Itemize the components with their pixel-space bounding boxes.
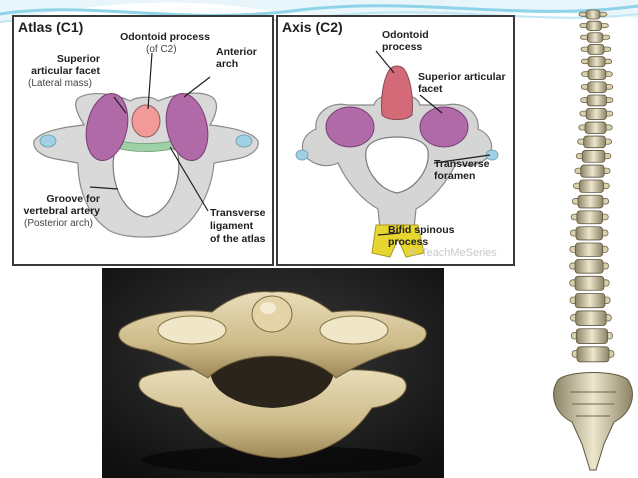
label-transverse-foramen-line1: Transverse (434, 158, 490, 170)
vertebra-body (574, 275, 605, 291)
vertebra-body (586, 32, 604, 43)
vertebra-body (574, 293, 606, 309)
label-anterior-arch-line2: arch (216, 58, 239, 70)
label-transverse-ligament-line2: ligament (210, 220, 254, 232)
axis-diagram-panel: Axis (C2) Odontoid process Superior arti… (276, 15, 515, 266)
atlas-diagram-panel: Atlas (C1) Odontoid process (of C2) Ante… (12, 15, 274, 266)
atlas-bone-illustration (33, 52, 259, 238)
vertebra-body (584, 121, 607, 134)
label-groove-sub: (Posterior arch) (24, 218, 93, 229)
vertebra-body (581, 150, 606, 163)
axis-title: Axis (C2) (282, 19, 343, 35)
vertebra-body (587, 68, 607, 80)
vertebra-body (586, 94, 607, 107)
vertebra-body (575, 310, 607, 326)
vertebra-body (574, 259, 604, 274)
label-transverse-ligament-line3: of the atlas (210, 233, 266, 245)
label-transverse-ligament-line1: Transverse (210, 207, 266, 219)
label-axis-odontoid-line1: Odontoid (382, 29, 429, 41)
vertebra-body (587, 56, 606, 68)
atlas-title: Atlas (C1) (18, 19, 84, 35)
label-anterior-arch-line1: Anterior (216, 46, 257, 58)
vertebra-body (587, 81, 607, 93)
vertebra-body (576, 210, 604, 225)
label-axis-facet-line1: Superior articular (418, 71, 506, 83)
vertebra-body (575, 226, 603, 241)
label-axis-odontoid-line2: process (382, 41, 423, 53)
vertebra-body (586, 20, 602, 31)
atlas-photo (102, 268, 444, 478)
teachmeseries-watermark: © TeachMeSeries (410, 247, 497, 259)
label-axis-facet-line2: facet (418, 83, 443, 95)
label-odontoid-process: Odontoid process (120, 31, 210, 43)
label-transverse-foramen-line2: foramen (434, 170, 476, 182)
label-superior-facet-line2: articular facet (31, 65, 100, 77)
label-superior-facet-sub: (Lateral mass) (28, 78, 92, 89)
label-bifid-line2: process (388, 236, 429, 248)
vertebra-body (575, 328, 608, 344)
label-groove-line1: Groove for (46, 193, 100, 205)
label-superior-facet-line1: Superior (56, 53, 100, 65)
vertebra-body (580, 164, 605, 178)
label-groove-line2: vertebral artery (23, 205, 100, 217)
vertebra-body (585, 9, 601, 20)
vertebra-body (583, 135, 606, 149)
axis-bone-illustration (295, 50, 499, 258)
vertebra-body (578, 179, 604, 193)
vertebra-body (577, 194, 604, 209)
vertebra-body (574, 242, 604, 257)
vertebra-body (576, 346, 610, 363)
vertebra-body (585, 107, 607, 120)
spine-column-illustration (553, 9, 633, 471)
vertebra-body (587, 44, 605, 55)
label-odontoid-sub: (of C2) (146, 44, 177, 55)
label-bifid-line1: Bifid spinous (388, 224, 455, 236)
